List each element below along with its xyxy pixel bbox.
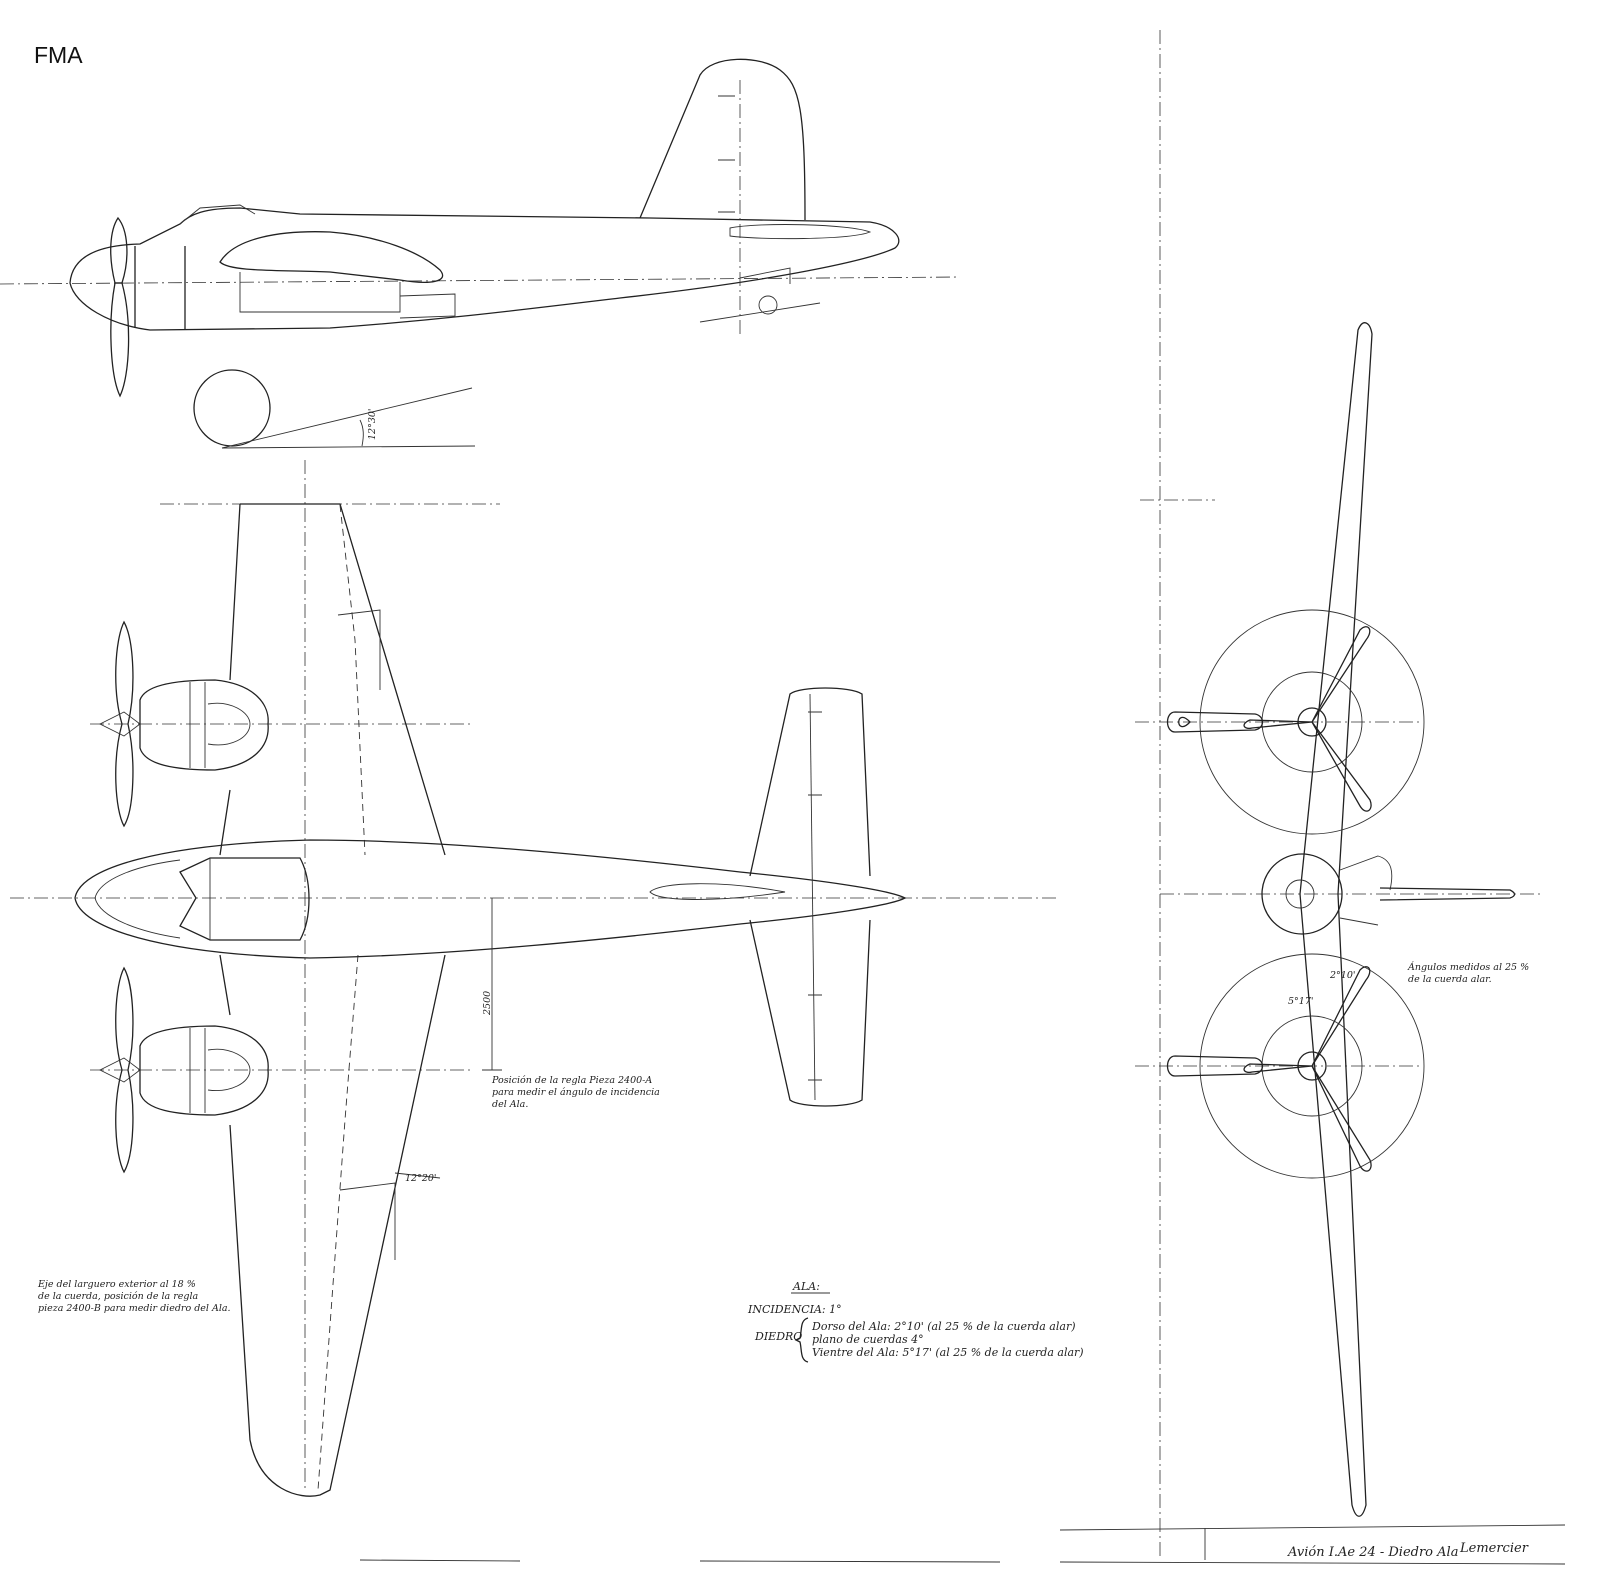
plan-ruler-note-1: Posición de la regla Pieza 2400-A	[491, 1075, 652, 1086]
plan-spar-note-3: pieza 2400-B para medir diedro del Ala.	[38, 1303, 231, 1314]
drawing-title: Avión I.Ae 24 - Diedro Ala	[1287, 1545, 1458, 1560]
side-main-wheel	[193, 369, 271, 447]
side-engine-nacelle	[134, 231, 444, 330]
side-view-centerline	[0, 276, 961, 285]
wing-spec-brace	[794, 1317, 809, 1363]
plan-view: 2500 12°20' Posición de la regla Pieza 2…	[10, 460, 1060, 1497]
side-propeller-lower	[110, 282, 130, 398]
front-view: 2°10' 5°17' Ángulos medidos al 25 % de l…	[1135, 30, 1540, 1560]
plan-ruler-note-3: del Ala.	[492, 1099, 528, 1110]
plan-aileron-outlines	[337, 609, 396, 1260]
plan-lower-wing	[219, 954, 446, 1497]
plan-angle-label: 12°20'	[405, 1173, 437, 1184]
side-vertical-fin	[639, 58, 806, 221]
wing-spec-heading: ALA:	[792, 1280, 820, 1293]
side-ground-line	[699, 302, 821, 323]
side-angle-arc	[359, 419, 364, 447]
front-angle-upper: 2°10'	[1329, 970, 1356, 981]
title-block-bottom-line	[1059, 1561, 1566, 1565]
plan-lower-engine-nacelle	[139, 1025, 269, 1116]
side-landing-gear-bay	[239, 272, 401, 313]
bottom-margin-line	[359, 1559, 521, 1562]
side-propeller-upper	[110, 216, 128, 284]
wing-spec-diedro-label: DIEDRO	[754, 1330, 802, 1343]
front-lower-nacelle-side	[1166, 1055, 1264, 1077]
front-lower-prop-disc	[1199, 953, 1425, 1179]
plan-elevator-hinge	[809, 693, 816, 1101]
plan-spar-note-2: de la cuerda, posición de la regla	[38, 1291, 198, 1302]
front-note-2: de la cuerda alar.	[1408, 974, 1492, 985]
wing-spec-line-3: Vientre del Ala: 5°17' (al 25 % de la cu…	[812, 1346, 1084, 1359]
side-nacelle-tail	[399, 293, 456, 319]
side-view: 12°30'	[0, 58, 961, 449]
title-block: Avión I.Ae 24 - Diedro Ala Lemercier	[359, 1524, 1566, 1565]
plan-nose-cone	[94, 859, 181, 939]
plan-spar-note-1: Eje del larguero exterior al 18 %	[37, 1279, 196, 1290]
plan-upper-flap-line	[339, 504, 366, 856]
front-note-1: Ángulos medidos al 25 %	[1407, 961, 1529, 973]
plan-upper-spinner	[98, 711, 141, 737]
front-upper-prop-disc	[1199, 609, 1425, 835]
side-tailwheel-fairing	[739, 267, 791, 284]
plan-lower-spinner	[98, 1057, 141, 1083]
plan-upper-engine-cowl	[189, 682, 251, 768]
side-datum-line	[221, 445, 476, 449]
front-tailplane	[1379, 887, 1516, 901]
front-upper-propeller	[1243, 626, 1372, 812]
drawing-signature: Lemercier	[1459, 1541, 1529, 1556]
plan-lower-propeller	[115, 966, 134, 1174]
plan-fuselage	[74, 839, 907, 959]
plan-lower-engine-cowl	[189, 1028, 251, 1113]
side-fin-hinges	[718, 95, 735, 213]
side-tail-wheel	[758, 295, 778, 315]
plan-canopy	[179, 857, 310, 941]
front-angle-lower: 5°17'	[1288, 996, 1314, 1007]
wing-spec-incidence: INCIDENCIA: 1°	[747, 1303, 842, 1316]
plan-upper-wing	[219, 503, 446, 856]
side-tailplane	[729, 224, 872, 240]
front-upper-wing	[1299, 322, 1373, 895]
front-upper-nacelle-side	[1166, 711, 1264, 733]
front-fuselage-nose	[1285, 879, 1315, 909]
wing-spec-line-1: Dorso del Ala: 2°10' (al 25 % de la cuer…	[811, 1320, 1076, 1333]
side-canopy	[179, 204, 256, 225]
plan-upper-engine-nacelle	[139, 679, 269, 771]
plan-lower-flap-line	[317, 954, 359, 1491]
plan-tailwheel-fairing	[649, 883, 786, 900]
front-lower-propeller	[1243, 966, 1372, 1172]
plan-upper-propeller	[115, 620, 134, 828]
plan-angle-leader	[394, 1172, 441, 1179]
bottom-margin-line-2	[699, 1560, 1001, 1563]
plan-dimension-value: 2500	[482, 991, 493, 1016]
side-incidence-angle: 12°30'	[367, 408, 378, 440]
wing-spec-line-2: plano de cuerdas 4°	[812, 1333, 924, 1346]
front-canopy	[1339, 855, 1393, 926]
front-lower-wing	[1299, 893, 1367, 1517]
plan-elevator-hinges	[808, 711, 822, 1081]
plan-horizontal-tailplane	[749, 687, 871, 1107]
side-incidence-ruler	[221, 387, 473, 449]
wing-spec-block: ALA: INCIDENCIA: 1° DIEDRO Dorso del Ala…	[747, 1280, 1084, 1363]
corner-label-fma: FMA	[34, 42, 83, 68]
title-block-top-line	[1059, 1524, 1566, 1531]
plan-ruler-note-2: para medir el ángulo de incidencia	[492, 1087, 660, 1098]
front-fuselage	[1261, 853, 1343, 935]
